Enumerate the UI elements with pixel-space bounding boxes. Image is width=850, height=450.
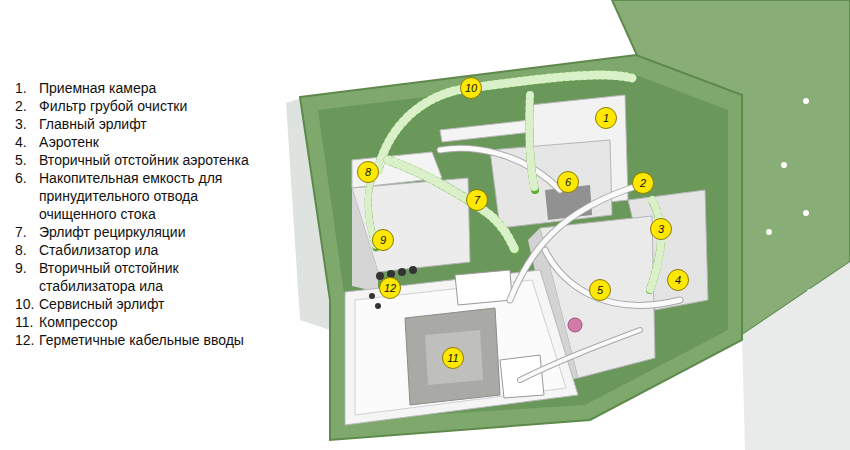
corrugated-hoses-part [529, 95, 535, 190]
callout-number: 11 [447, 353, 458, 364]
list-item: 7.Эрлифт рециркуляции [15, 223, 251, 241]
corrugated-hoses-part [378, 75, 632, 170]
air-tubes [440, 148, 680, 380]
air-tubes-part [510, 185, 640, 300]
cable-glands-part [409, 266, 417, 274]
list-number: 4. [15, 133, 39, 151]
list-number: 9. [15, 259, 39, 295]
compressor-compartment-part [455, 270, 512, 305]
list-text: Фильтр грубой очистки [39, 97, 187, 115]
list-item: 12.Герметичные кабельные вводы [15, 331, 251, 349]
callout-number: 2 [640, 178, 646, 189]
compressor-compartment-part [345, 270, 578, 425]
air-tubes-part [440, 148, 560, 190]
corrugated-hoses-part [388, 160, 515, 250]
air-tubes-part [520, 330, 640, 380]
callout-number: 9 [380, 235, 386, 246]
callout-circle: 11 [442, 347, 464, 369]
list-item: 11.Компрессор [15, 313, 251, 331]
callout-number: 1 [603, 113, 609, 124]
list-text: Вторичный отстойник стабилизатора ила [39, 259, 239, 295]
compressor [405, 308, 500, 405]
list-item: 10.Сервисный эрлифт [15, 295, 251, 313]
list-number: 12. [15, 331, 39, 349]
callout-circle: 4 [667, 269, 689, 291]
list-text: Накопительная емкость для принудительног… [39, 169, 251, 223]
callout-number: 8 [365, 167, 371, 178]
list-item: 1.Приемная камера [15, 79, 251, 97]
tank-lid-part [803, 98, 809, 104]
tank-lid-part [766, 229, 772, 235]
corrugated-hoses-part [388, 160, 515, 250]
list-text: Главный эрлифт [39, 115, 147, 133]
list-number: 10. [15, 295, 39, 313]
corrugated-hoses-part [529, 95, 535, 190]
cable-glands [369, 266, 417, 309]
tank-exterior-part [742, 262, 850, 450]
corrugated-hoses-part [650, 200, 661, 290]
corrugated-hoses-part [650, 200, 661, 290]
list-number: 3. [15, 115, 39, 133]
callout-circle: 9 [372, 229, 394, 251]
chamber-walls-part [440, 120, 532, 142]
list-number: 11. [15, 313, 39, 331]
cable-glands-part [375, 303, 381, 309]
callout-circle: 1 [595, 107, 617, 129]
list-text: Эрлифт рециркуляции [39, 223, 185, 241]
callout-number: 10 [465, 83, 477, 94]
callout-circle: 6 [557, 171, 579, 193]
list-number: 6. [15, 169, 39, 223]
parts-list: 1.Приемная камера2.Фильтр грубой очистки… [15, 79, 251, 349]
cable-glands-part [398, 268, 406, 276]
tank-housing [300, 55, 742, 440]
list-number: 5. [15, 151, 39, 169]
list-text: Приемная камера [39, 79, 156, 97]
tank-lid-part [781, 162, 787, 168]
callout-circle: 5 [589, 279, 611, 301]
callout-number: 4 [675, 275, 681, 286]
list-item: 6.Накопительная емкость для принудительн… [15, 169, 251, 223]
compressor-part [405, 308, 500, 405]
list-item: 5.Вторичный отстойник аэротенка [15, 151, 251, 169]
callout-circle: 8 [357, 161, 379, 183]
compressor-compartment [345, 270, 578, 425]
list-text: Вторичный отстойник аэротенка [39, 151, 249, 169]
callout-circle: 2 [632, 172, 654, 194]
callout-number: 12 [384, 283, 396, 294]
callout-number: 6 [565, 177, 571, 188]
list-text: Аэротенк [39, 133, 99, 151]
tank-housing-part [318, 72, 728, 420]
list-item: 8.Стабилизатор ила [15, 241, 251, 259]
compressor-part [425, 330, 483, 385]
tube-fitting [568, 318, 582, 332]
tank-housing-part [300, 55, 742, 440]
list-item: 2.Фильтр грубой очистки [15, 97, 251, 115]
callout-circle: 10 [460, 77, 482, 99]
list-text: Герметичные кабельные вводы [39, 331, 244, 349]
tank-lid-part [803, 210, 809, 216]
air-tubes-part [510, 185, 640, 300]
list-number: 2. [15, 97, 39, 115]
callout-circle: 7 [466, 189, 488, 211]
corrugated-hoses [368, 75, 661, 290]
list-text: Сервисный эрлифт [39, 295, 165, 313]
callout-number: 5 [597, 285, 603, 296]
callout-number: 3 [658, 224, 664, 235]
callout-circle: 3 [650, 218, 672, 240]
corrugated-hoses-part [378, 75, 632, 170]
air-tubes-part [520, 330, 640, 380]
list-item: 9.Вторичный отстойник стабилизатора ила [15, 259, 251, 295]
list-text: Стабилизатор ила [39, 241, 158, 259]
list-number: 8. [15, 241, 39, 259]
list-text: Компрессор [39, 313, 117, 331]
callout-circle: 12 [379, 277, 401, 299]
air-tubes-part [440, 148, 560, 190]
cable-glands-part [369, 293, 375, 299]
list-item: 4.Аэротенк [15, 133, 251, 151]
callout-number: 7 [474, 195, 480, 206]
list-item: 3.Главный эрлифт [15, 115, 251, 133]
list-number: 1. [15, 79, 39, 97]
list-number: 7. [15, 223, 39, 241]
